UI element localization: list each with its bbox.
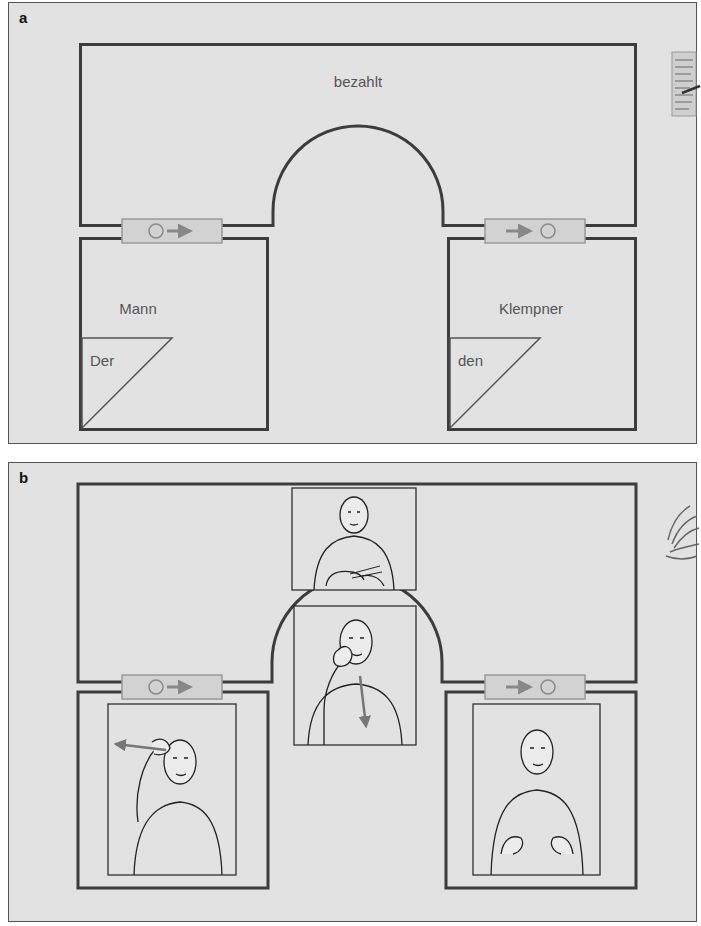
- panel-label: a: [19, 9, 27, 27]
- article-triangle: den: [450, 338, 540, 428]
- node-label: Mann: [82, 300, 194, 318]
- triangle-path: [82, 338, 172, 428]
- triangle-path: [450, 338, 540, 428]
- argument-box: Klempner den: [447, 237, 637, 431]
- figure-panel: b: [8, 462, 697, 922]
- node-label: Klempner: [450, 300, 612, 318]
- argument-box: MannDer: [79, 237, 269, 431]
- node-label: den: [458, 352, 483, 370]
- triangle-outline: [450, 338, 540, 428]
- arch-path: [81, 45, 636, 226]
- article-triangle: Der: [82, 338, 172, 428]
- arch-outline: [79, 43, 637, 227]
- triangle-outline: [82, 338, 172, 428]
- predicate-box: bezahlt: [79, 43, 637, 227]
- panel-label: b: [19, 469, 28, 487]
- node-label: Der: [90, 352, 114, 370]
- node-label: bezahlt: [79, 73, 637, 91]
- figure-panel: a bezahltMannDer Klempner den: [8, 2, 697, 444]
